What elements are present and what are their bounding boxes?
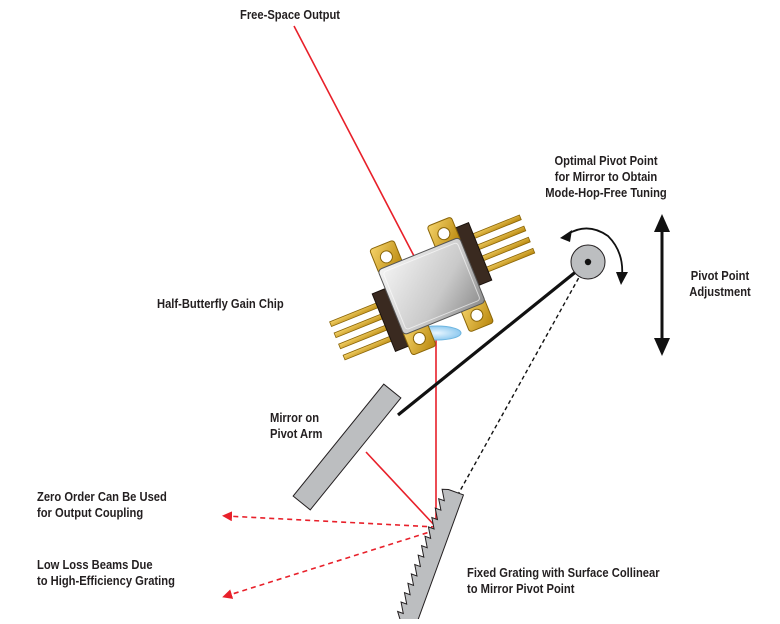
adjustment-arrow-icon bbox=[654, 214, 670, 356]
low-loss-beam bbox=[222, 529, 437, 599]
gain-chip bbox=[329, 214, 536, 361]
pivot-arm bbox=[396, 260, 590, 417]
label-pivot-point-adjustment: Pivot Point Adjustment bbox=[689, 268, 751, 299]
pivot-center bbox=[584, 258, 592, 266]
label-optimal-pivot-point: Optimal Pivot Point for Mirror to Obtain… bbox=[545, 153, 667, 200]
label-low-loss-beams: Low Loss Beams Due to High-Efficiency Gr… bbox=[37, 557, 175, 588]
output-beam bbox=[293, 25, 415, 257]
collinear-line bbox=[455, 271, 583, 499]
label-gain-chip: Half-Butterfly Gain Chip bbox=[157, 296, 284, 311]
fixed-grating bbox=[396, 488, 465, 624]
zero-order-beam bbox=[222, 511, 437, 528]
label-fixed-grating: Fixed Grating with Surface Collinear to … bbox=[467, 565, 660, 596]
label-zero-order: Zero Order Can Be Used for Output Coupli… bbox=[37, 489, 167, 520]
label-free-space-output: Free-Space Output bbox=[239, 7, 341, 22]
rotation-arrow-icon bbox=[560, 227, 628, 285]
mirror-beam bbox=[365, 451, 437, 528]
label-mirror: Mirror on Pivot Arm bbox=[270, 410, 323, 441]
mirror bbox=[292, 383, 402, 511]
